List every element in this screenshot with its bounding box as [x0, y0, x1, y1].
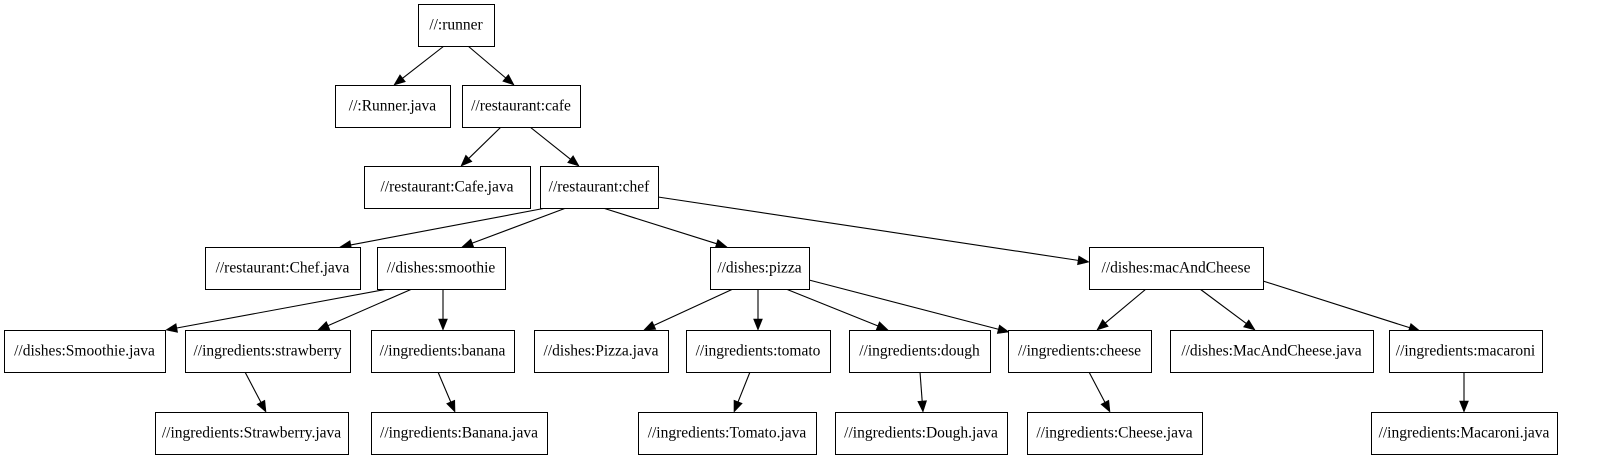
graph-node-label: //ingredients:Strawberry.java [162, 425, 341, 442]
graph-edge [460, 126, 502, 167]
graph-node-label: //restaurant:Chef.java [216, 260, 350, 277]
graph-node-ing_macaroni[interactable]: //ingredients:macaroni [1389, 330, 1543, 373]
graph-node-label: //ingredients:Macaroni.java [1379, 425, 1550, 442]
graph-node-ing_cheese[interactable]: //ingredients:cheese [1008, 330, 1152, 373]
graph-node-label: //dishes:MacAndCheese.java [1181, 343, 1361, 360]
graph-edge [1199, 288, 1256, 331]
graph-edge [808, 279, 1010, 334]
graph-node-ing_strawberry[interactable]: //ingredients:strawberry [185, 330, 351, 373]
nodes-layer: //:runner //:Runner.java //restaurant:cafe… [4, 4, 1558, 455]
graph-edge [467, 45, 515, 86]
graph-edge [1088, 371, 1111, 413]
graph-edge [602, 207, 728, 249]
graph-node-dough_java[interactable]: //ingredients:Dough.java [835, 412, 1008, 455]
graph-node-label: //dishes:Smoothie.java [14, 343, 155, 360]
graph-node-strawberry_java[interactable]: //ingredients:Strawberry.java [155, 412, 349, 455]
graph-edge [643, 288, 734, 331]
graph-node-pizza_java[interactable]: //dishes:Pizza.java [534, 330, 669, 373]
graph-node-dishes_smoothie[interactable]: //dishes:smoothie [377, 247, 506, 290]
graph-node-runner_java[interactable]: //:Runner.java [335, 85, 451, 128]
graph-node-label: //ingredients:macaroni [1396, 343, 1536, 360]
graph-node-ing_tomato[interactable]: //ingredients:tomato [686, 330, 831, 373]
graph-edge [917, 371, 927, 413]
graph-node-label: //dishes:macAndCheese [1102, 260, 1251, 277]
graph-node-label: //ingredients:Dough.java [844, 425, 998, 442]
graph-node-label: //restaurant:Cafe.java [381, 179, 514, 196]
graph-edge [244, 371, 267, 413]
graph-node-chef_java[interactable]: //restaurant:Chef.java [205, 247, 361, 290]
graph-node-label: //dishes:Pizza.java [544, 343, 659, 360]
graph-node-cafe_java[interactable]: //restaurant:Cafe.java [364, 166, 531, 209]
graph-node-restaurant_cafe[interactable]: //restaurant:cafe [462, 85, 581, 128]
graph-node-label: //dishes:pizza [717, 260, 801, 277]
graph-node-label: //ingredients:banana [380, 343, 506, 360]
graph-node-cheese_java[interactable]: //ingredients:Cheese.java [1027, 412, 1203, 455]
graph-node-macaroni_java[interactable]: //ingredients:Macaroni.java [1371, 412, 1558, 455]
graph-edge [657, 196, 1090, 266]
graph-node-runner[interactable]: //:runner [418, 4, 495, 47]
graph-node-label: //ingredients:tomato [696, 343, 821, 360]
graph-node-macandcheese_java[interactable]: //dishes:MacAndCheese.java [1170, 330, 1374, 373]
graph-node-dishes_macandchs[interactable]: //dishes:macAndCheese [1089, 247, 1264, 290]
graph-edge [438, 289, 448, 331]
graph-node-label: //restaurant:chef [549, 179, 651, 196]
graph-edge [317, 288, 413, 331]
edges-layer [165, 45, 1469, 413]
graph-node-label: //ingredients:Tomato.java [648, 425, 807, 442]
graph-edge [753, 289, 763, 331]
graph-node-tomato_java[interactable]: //ingredients:Tomato.java [638, 412, 817, 455]
graph-edge [1262, 280, 1421, 333]
graph-node-label: //:runner [429, 17, 483, 34]
graph-node-restaurant_chef[interactable]: //restaurant:chef [540, 166, 659, 209]
graph-node-ing_banana[interactable]: //ingredients:banana [371, 330, 515, 373]
graph-node-label: //dishes:smoothie [387, 260, 496, 277]
graph-edge [733, 371, 751, 413]
graph-node-label: //:Runner.java [349, 98, 437, 115]
graph-edge [1096, 288, 1147, 331]
graph-node-dishes_pizza[interactable]: //dishes:pizza [710, 247, 810, 290]
graph-edge [165, 288, 389, 333]
graph-node-label: //restaurant:cafe [471, 98, 571, 115]
graph-edge [339, 207, 547, 250]
graph-node-label: //ingredients:strawberry [193, 343, 341, 360]
graph-node-banana_java[interactable]: //ingredients:Banana.java [371, 412, 548, 455]
graph-edge [437, 371, 456, 413]
graph-node-label: //ingredients:Cheese.java [1036, 425, 1192, 442]
graph-node-label: //ingredients:cheese [1018, 343, 1141, 360]
graph-node-smoothie_java[interactable]: //dishes:Smoothie.java [4, 330, 166, 373]
graph-edge [393, 45, 445, 86]
graph-node-label: //ingredients:Banana.java [380, 425, 538, 442]
graph-node-label: //ingredients:dough [859, 343, 980, 360]
graph-node-ing_dough[interactable]: //ingredients:dough [849, 330, 991, 373]
graph-edge [785, 288, 889, 331]
graph-edge [529, 126, 580, 167]
graph-edge [1459, 372, 1469, 413]
